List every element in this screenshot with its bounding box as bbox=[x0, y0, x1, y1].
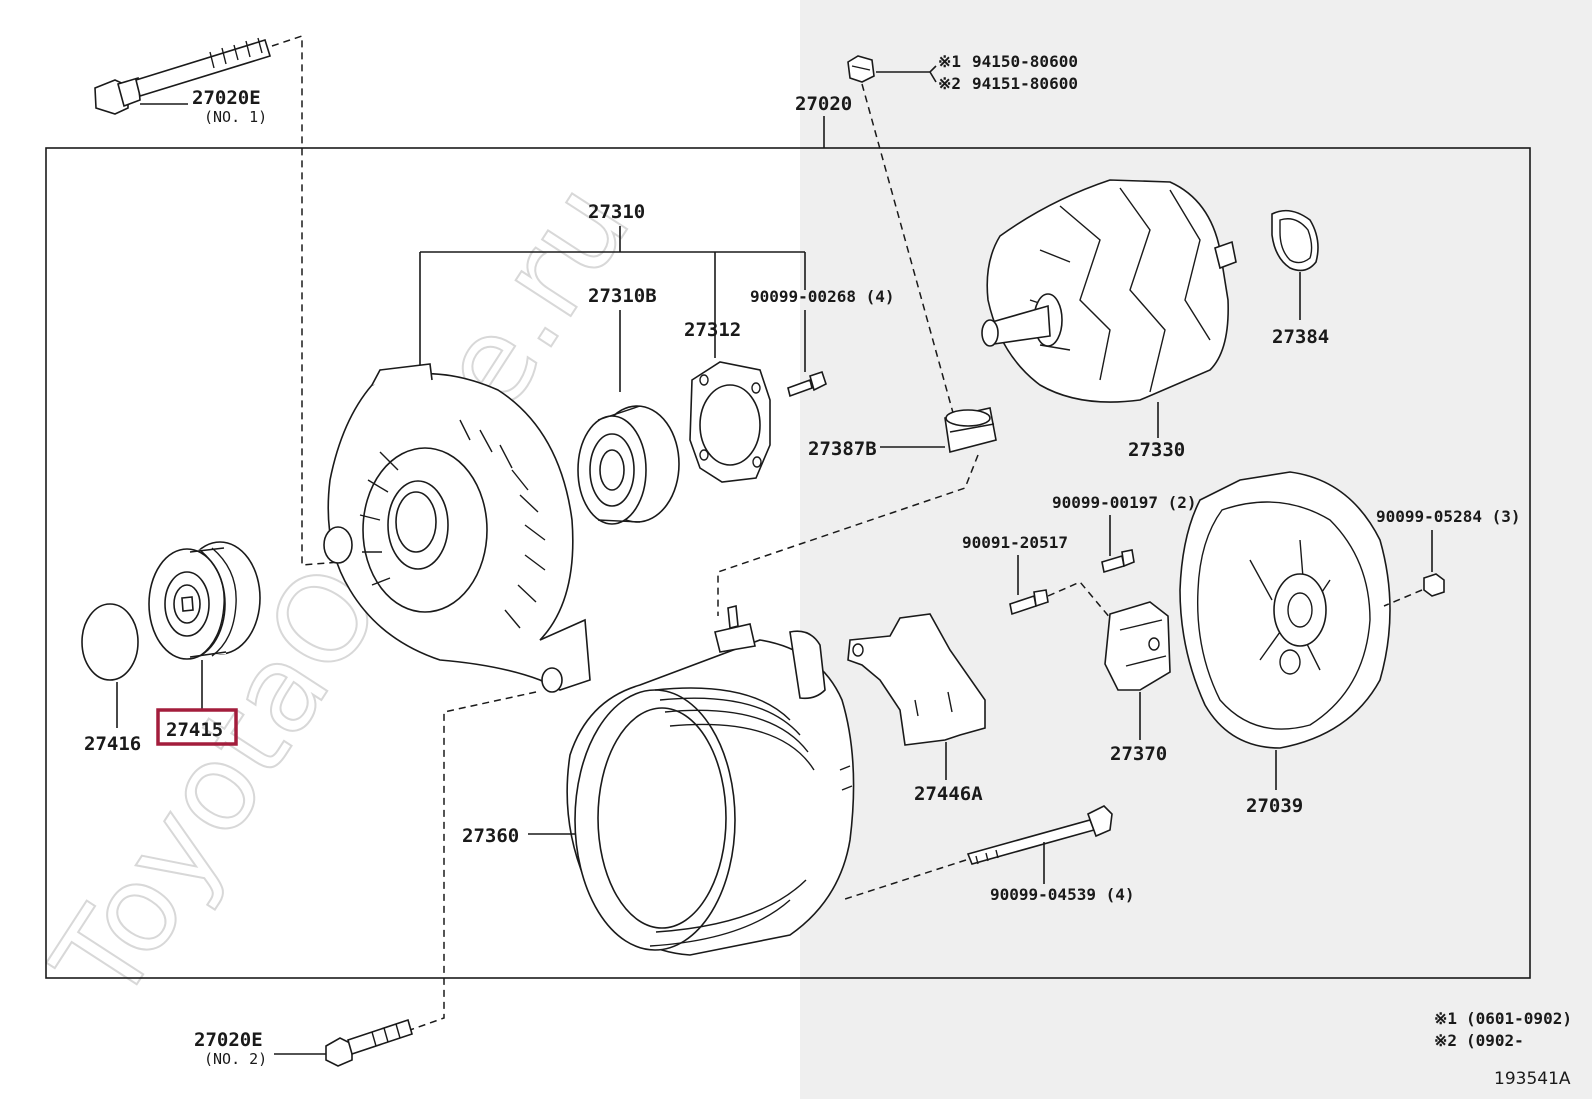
footnote-2-mark: ※2 bbox=[1434, 1031, 1457, 1050]
footnote-2-text: (0902- ) bbox=[1466, 1031, 1592, 1050]
label-27020e-no2[interactable]: 27020E bbox=[194, 1029, 263, 1051]
screw-90091-20517[interactable] bbox=[1009, 589, 1049, 616]
label-27416[interactable]: 27416 bbox=[84, 733, 141, 755]
label-94151[interactable]: 94151-80600 bbox=[972, 74, 1078, 93]
leader-27310-bracket bbox=[419, 226, 806, 368]
nut-90099-05284[interactable] bbox=[1423, 573, 1445, 597]
label-90091-20517[interactable]: 90091-20517 bbox=[962, 533, 1068, 552]
assembly-frame bbox=[45, 147, 1531, 979]
label-27384[interactable]: 27384 bbox=[1272, 326, 1329, 348]
collar-27387b[interactable] bbox=[944, 407, 997, 453]
label-27020e-no1-note: (NO. 1) bbox=[204, 108, 267, 126]
plate-27446a[interactable] bbox=[847, 613, 986, 746]
label-27310[interactable]: 27310 bbox=[588, 201, 645, 223]
label-27020e-no1[interactable]: 27020E bbox=[192, 87, 261, 109]
label-27330[interactable]: 27330 bbox=[1128, 439, 1185, 461]
footnote-1-mark: ※1 bbox=[1434, 1009, 1457, 1028]
label-27020e-no2-note: (NO. 2) bbox=[204, 1050, 267, 1068]
cap-27416[interactable] bbox=[81, 603, 139, 681]
label-90099-04539[interactable]: 90099-04539 (4) bbox=[990, 885, 1135, 904]
label-94151-mark: ※2 bbox=[938, 74, 961, 93]
screw-90099-00197[interactable] bbox=[1101, 549, 1135, 574]
dash-90099-05284 bbox=[1383, 589, 1423, 607]
label-90099-05284[interactable]: 90099-05284 (3) bbox=[1376, 507, 1521, 526]
label-27312[interactable]: 27312 bbox=[684, 319, 741, 341]
label-27310b[interactable]: 27310B bbox=[588, 285, 657, 307]
drive-end-frame[interactable] bbox=[323, 363, 591, 693]
nut-94150[interactable] bbox=[847, 55, 875, 83]
stator-27360[interactable] bbox=[566, 604, 855, 956]
label-27360[interactable]: 27360 bbox=[462, 825, 519, 847]
label-94150-mark: ※1 bbox=[938, 52, 961, 71]
label-27370[interactable]: 27370 bbox=[1110, 743, 1167, 765]
dash-90099-04539 bbox=[841, 859, 967, 901]
label-27039[interactable]: 27039 bbox=[1246, 795, 1303, 817]
screw-90099-00268[interactable] bbox=[787, 370, 827, 398]
rear-cover-27039[interactable] bbox=[1179, 471, 1391, 749]
diagram-id: 193541A bbox=[1494, 1069, 1571, 1089]
dash-27387b bbox=[717, 454, 979, 616]
label-27387b[interactable]: 27387B bbox=[808, 438, 877, 460]
highlight-27415 bbox=[156, 708, 238, 746]
bolt-27020e-no1[interactable] bbox=[94, 37, 272, 115]
retainer-plate-27312[interactable] bbox=[689, 361, 771, 483]
label-90099-00268[interactable]: 90099-00268 (4) bbox=[750, 287, 895, 306]
label-90099-00197[interactable]: 90099-00197 (2) bbox=[1052, 493, 1197, 512]
bolt-27020e-no2[interactable] bbox=[325, 1018, 413, 1067]
dash-94150 bbox=[861, 83, 956, 421]
label-94150[interactable]: 94150-80600 bbox=[972, 52, 1078, 71]
dash-27020e-no2 bbox=[409, 691, 537, 1031]
pulley-27415[interactable] bbox=[148, 541, 261, 660]
footnote-1-text: (0601-0902) bbox=[1466, 1009, 1572, 1028]
bolt-90099-04539[interactable] bbox=[966, 805, 1113, 865]
bearing-27310b[interactable] bbox=[577, 405, 680, 525]
label-27020[interactable]: 27020 bbox=[795, 93, 852, 115]
regulator-27370[interactable] bbox=[1104, 601, 1171, 691]
label-27415[interactable]: 27415 bbox=[166, 719, 223, 741]
label-27446a[interactable]: 27446A bbox=[914, 783, 983, 805]
dash-90091-20517 bbox=[1047, 581, 1117, 626]
dash-27020e-no1 bbox=[271, 34, 341, 566]
ring-27384[interactable] bbox=[1271, 209, 1319, 272]
rotor-27330[interactable] bbox=[981, 179, 1237, 403]
leader-94150 bbox=[876, 65, 937, 83]
